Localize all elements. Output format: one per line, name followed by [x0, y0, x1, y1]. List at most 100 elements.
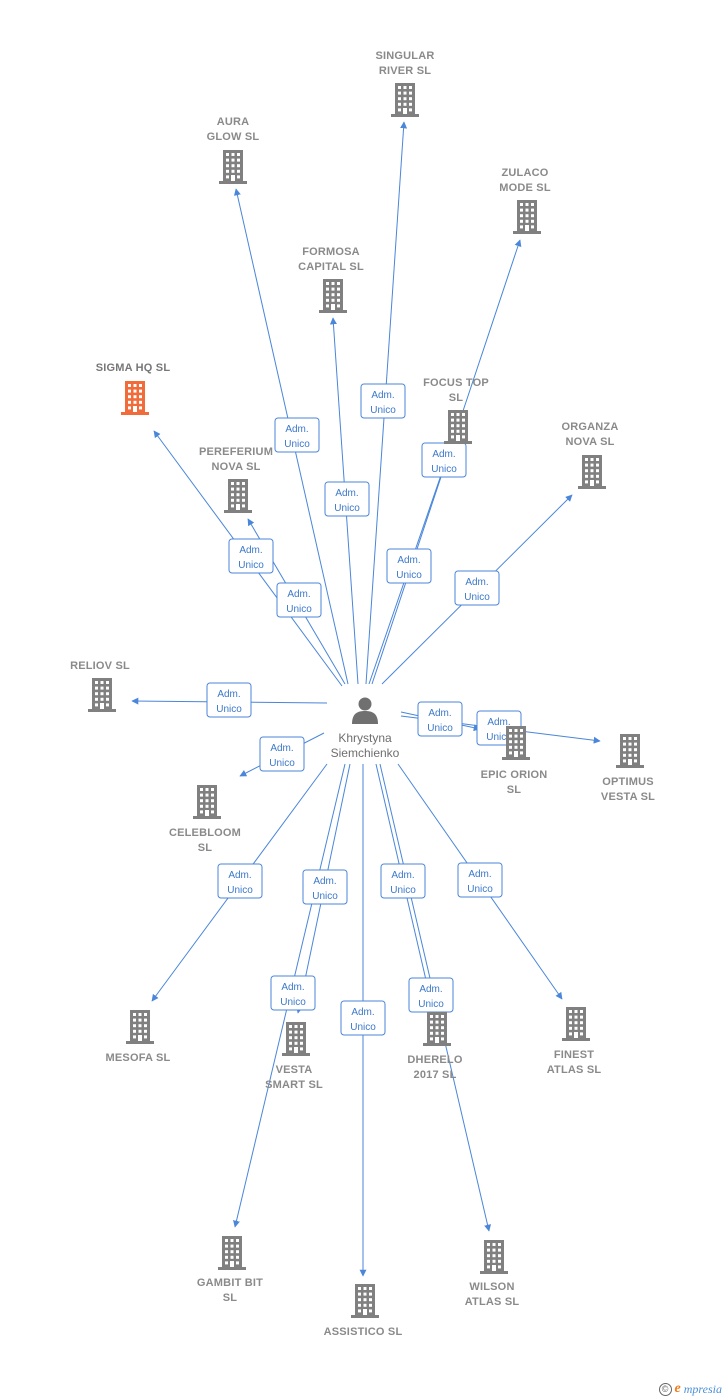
company-node-finest-atlas[interactable]: FINEST ATLAS SL: [547, 1007, 602, 1076]
company-node-assistico[interactable]: ASSISTICO SL: [324, 1284, 403, 1338]
company-node-optimus-vesta[interactable]: OPTIMUS VESTA SL: [601, 734, 655, 803]
building-icon: [391, 83, 419, 117]
person-node[interactable]: Khrystyna Siemchienko: [331, 697, 400, 761]
company-node-reliov[interactable]: RELIOV SL: [70, 660, 130, 712]
relation-label-focus-top[interactable]: Adm.Unico: [386, 548, 432, 584]
relation-type-line1: Adm.: [287, 589, 310, 600]
relation-type-line1: Adm.: [468, 869, 491, 880]
company-name-line2: NOVA SL: [565, 436, 614, 448]
company-name-line2: VESTA SL: [601, 791, 655, 803]
relation-label-aura-glow[interactable]: Adm. Unico: [274, 417, 320, 453]
relation-type-line2: Unico: [396, 570, 422, 581]
building-icon: [219, 150, 247, 184]
brand-initial: e: [674, 1381, 681, 1396]
company-name-line1: ZULACO: [501, 167, 548, 179]
company-name-line1: ASSISTICO SL: [324, 1326, 403, 1338]
building-icon: [193, 785, 221, 819]
relation-type-line1: Adm.: [432, 449, 455, 460]
company-node-zulaco-mode[interactable]: ZULACO MODE SL: [499, 167, 551, 234]
building-icon: [218, 1236, 246, 1270]
relation-label-organza-nova[interactable]: Adm.Unico: [454, 570, 500, 606]
person-name-line2: Siemchienko: [331, 746, 400, 760]
company-node-mesofa[interactable]: MESOFA SL: [106, 1010, 171, 1064]
building-icon: [502, 726, 530, 760]
relation-label-finest-atlas[interactable]: Adm. Unico: [457, 862, 503, 898]
person-name-line1: Khrystyna: [338, 731, 392, 745]
relation-label-dherelo-2017[interactable]: Adm.Unico: [380, 863, 426, 899]
company-name-line1: FINEST: [554, 1049, 594, 1061]
company-node-sigma-hq[interactable]: SIGMA HQ SL: [96, 362, 171, 415]
building-icon: [282, 1022, 310, 1056]
relation-label-assistico[interactable]: Adm. Unico: [340, 1000, 386, 1036]
company-node-pereferium-nova[interactable]: PEREFERIUM NOVA SL: [199, 446, 273, 513]
company-name-line2: MODE SL: [499, 182, 551, 194]
company-name-line2: NOVA SL: [211, 461, 260, 473]
relation-label-singular-river[interactable]: Adm.Unico: [360, 383, 406, 419]
relation-type-line2: Unico: [467, 884, 493, 895]
company-name-line1: GAMBIT BIT: [197, 1277, 263, 1289]
relation-label-epic-orion[interactable]: Adm. Unico: [417, 701, 463, 737]
company-name-line1: AURA: [217, 116, 250, 128]
relation-type-line2: Unico: [284, 439, 310, 450]
relation-type-line2: Unico: [334, 503, 360, 514]
company-name-line1: MESOFA SL: [106, 1052, 171, 1064]
company-node-wilson-atlas[interactable]: WILSON ATLAS SL: [465, 1240, 520, 1308]
relation-type-line2: Unico: [269, 758, 295, 769]
relation-type-line1: Adm.: [351, 1007, 374, 1018]
relation-label-wilson-atlas[interactable]: Adm.Unico: [408, 977, 454, 1013]
relation-type-line2: Unico: [312, 891, 338, 902]
company-name-line1: WILSON: [469, 1281, 514, 1293]
relation-label-reliov[interactable]: Adm.Unico: [206, 682, 252, 718]
relation-type-line1: Adm.: [285, 424, 308, 435]
relation-type-line2: Unico: [216, 704, 242, 715]
company-name-line2: GLOW SL: [207, 131, 260, 143]
relation-label-celebloom[interactable]: Adm. Unico: [259, 736, 305, 772]
building-icon: [480, 1240, 508, 1274]
relation-type-line1: Adm.: [281, 982, 304, 993]
company-name-line1: OPTIMUS: [602, 776, 654, 788]
building-icon: [578, 455, 606, 489]
relation-type-line1: Adm.: [465, 577, 488, 588]
relation-type-line1: Adm.: [270, 743, 293, 754]
person-icon: [352, 697, 378, 724]
relation-label-sigma-hq[interactable]: Adm.Unico: [228, 538, 274, 574]
relation-label-gambit-bit[interactable]: Adm. Unico: [270, 975, 316, 1011]
relation-type-line2: Unico: [280, 997, 306, 1008]
company-name-line1: PEREFERIUM: [199, 446, 273, 458]
relation-label-zulaco-mode[interactable]: Adm.Unico: [421, 442, 467, 478]
relation-type-line1: Adm.: [313, 876, 336, 887]
relation-label-formosa-capital[interactable]: Adm.Unico: [324, 481, 370, 517]
relation-type-line1: Adm.: [371, 390, 394, 401]
copyright-icon: ©: [658, 1382, 672, 1396]
relation-label-mesofa[interactable]: Adm.Unico: [217, 863, 263, 899]
company-name-line2: SL: [223, 1292, 238, 1304]
company-name-line2: ATLAS SL: [465, 1296, 520, 1308]
company-node-aura-glow[interactable]: AURA GLOW SL: [207, 116, 260, 184]
building-icon: [351, 1284, 379, 1318]
building-icon: [562, 1007, 590, 1041]
relation-type-line2: Unico: [350, 1022, 376, 1033]
relation-label-vesta-smart[interactable]: Adm. Unico: [302, 869, 348, 905]
relation-label-pereferium-nova[interactable]: Adm.Unico: [276, 582, 322, 618]
relation-type-line1: Adm.: [228, 870, 251, 881]
company-name-line1: CELEBLOOM: [169, 827, 241, 839]
company-node-gambit-bit[interactable]: GAMBIT BIT SL: [197, 1236, 263, 1304]
company-name-line1: FORMOSA: [302, 246, 360, 258]
relation-type-line2: Unico: [427, 723, 453, 734]
relation-type-line1: Adm.: [428, 708, 451, 719]
company-name-line2: SL: [507, 784, 522, 796]
building-icon: [88, 678, 116, 712]
company-name-line2: ATLAS SL: [547, 1064, 602, 1076]
relation-type-line2: Unico: [390, 885, 416, 896]
